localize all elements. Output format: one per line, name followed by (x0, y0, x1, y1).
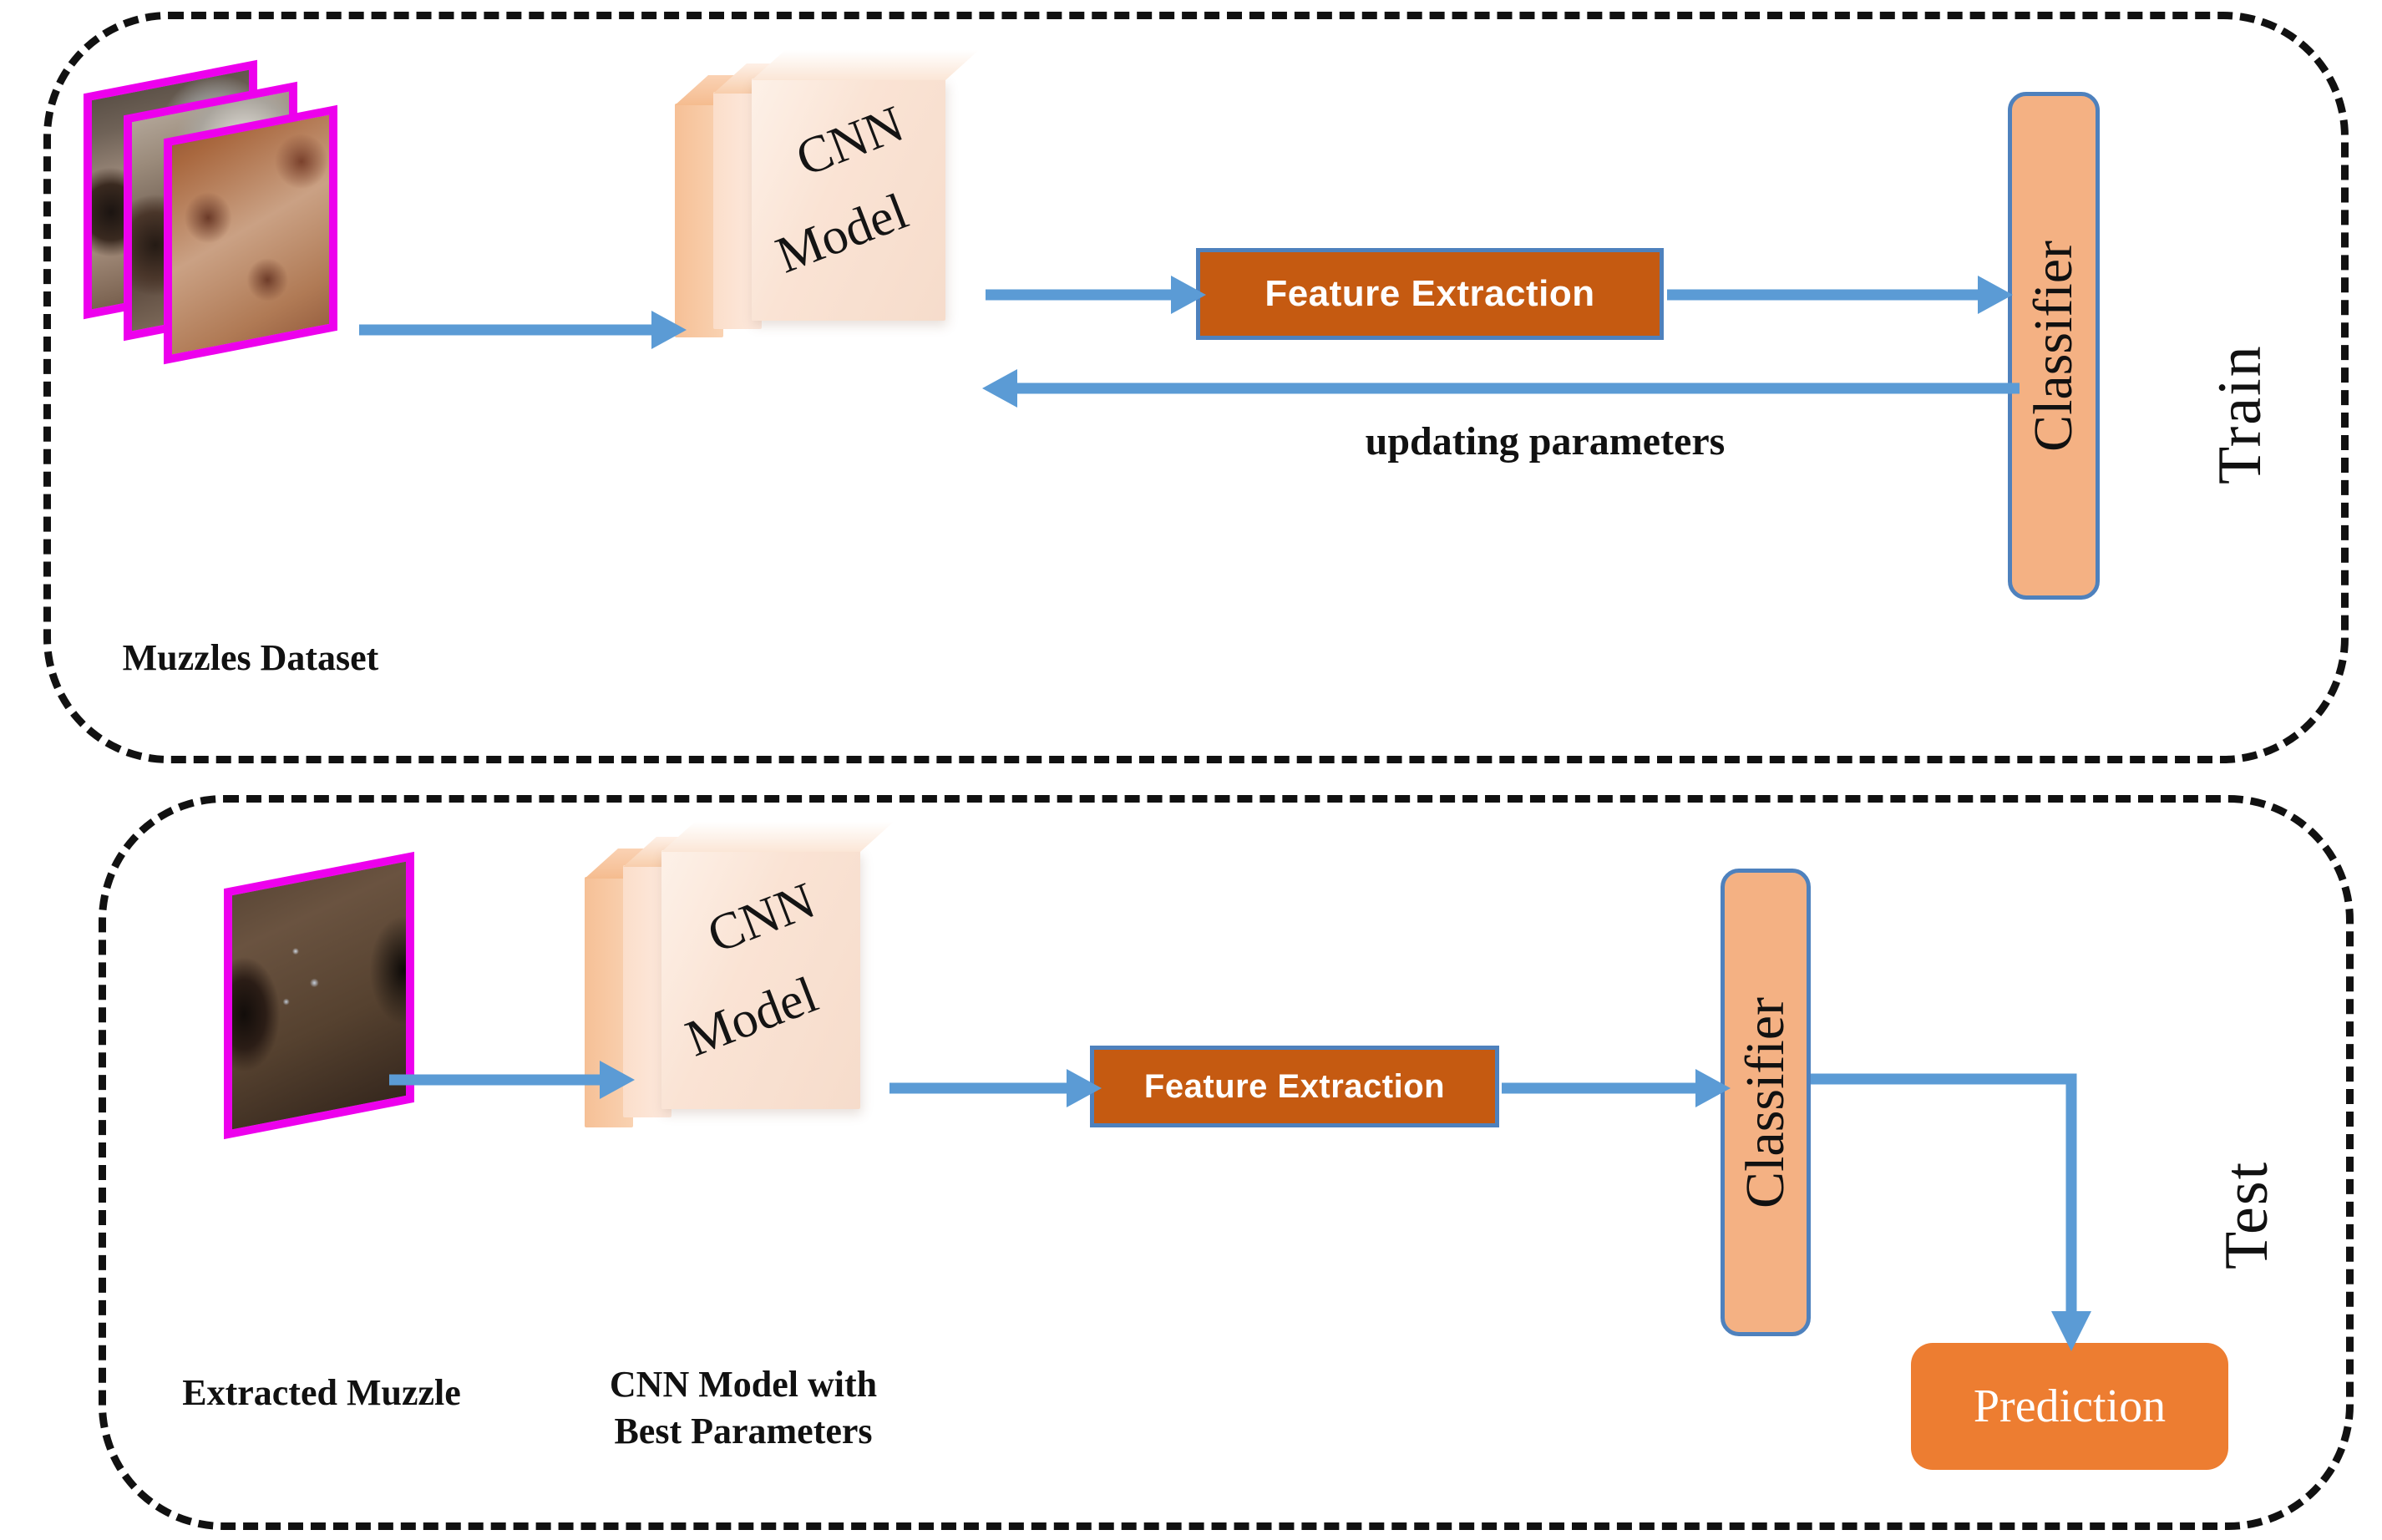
test-arrow-classifier-to-prediction (1811, 1073, 2091, 1351)
muzzles-dataset-caption: Muzzles Dataset (122, 637, 379, 678)
test-side-label: Test (2212, 1160, 2281, 1269)
extracted-muzzle-texture (224, 851, 414, 1140)
train-classifier-box[interactable]: Classifier (2008, 92, 2100, 600)
test-arrow-feature-to-classifier (1502, 1069, 1731, 1107)
train-panel (43, 12, 2349, 763)
train-side-label: Train (2206, 344, 2274, 484)
prediction-label: Prediction (1973, 1380, 2167, 1432)
train-arrow-feature-to-classifier (1667, 276, 2013, 314)
test-cnn-model-caption: CNN Model with Best Parameters (609, 1364, 878, 1452)
test-feature-extraction-box[interactable]: Feature Extraction (1090, 1046, 1499, 1127)
test-cnn-slab-front-top (661, 822, 894, 852)
extracted-muzzle-photo (224, 851, 414, 1140)
test-cnn-slab-front: CNN Model (661, 822, 894, 1109)
test-classifier-label: Classifier (1735, 996, 1796, 1208)
train-arrow-dataset-to-model (359, 311, 687, 349)
train-classifier-label: Classifier (2023, 240, 2084, 452)
test-cnn-slab-front-face (661, 850, 860, 1109)
cnn-slab-front-face (752, 79, 945, 321)
test-classifier-box[interactable]: Classifier (1721, 869, 1811, 1336)
prediction-box[interactable]: Prediction (1911, 1343, 2228, 1470)
train-feature-extraction-label: Feature Extraction (1264, 273, 1595, 314)
updating-parameters-label: updating parameters (1365, 419, 1726, 464)
test-arrow-model-to-feature (889, 1069, 1102, 1107)
muzzle-photo-front-texture (164, 104, 337, 365)
test-feature-extraction-label: Feature Extraction (1143, 1067, 1446, 1105)
train-cnn-model-stack: CNN Model (675, 50, 1009, 337)
cnn-slab-front-top (752, 50, 979, 80)
train-feature-extraction-box[interactable]: Feature Extraction (1196, 248, 1664, 340)
muzzle-photo-front (164, 104, 337, 365)
train-arrow-model-to-feature (986, 276, 1206, 314)
test-arrow-image-to-model (389, 1061, 635, 1099)
cnn-slab-front: CNN Model (752, 50, 979, 321)
test-panel (99, 795, 2354, 1530)
extracted-muzzle-caption: Extracted Muzzle (182, 1372, 461, 1413)
train-arrow-classifier-feedback (982, 369, 2020, 408)
